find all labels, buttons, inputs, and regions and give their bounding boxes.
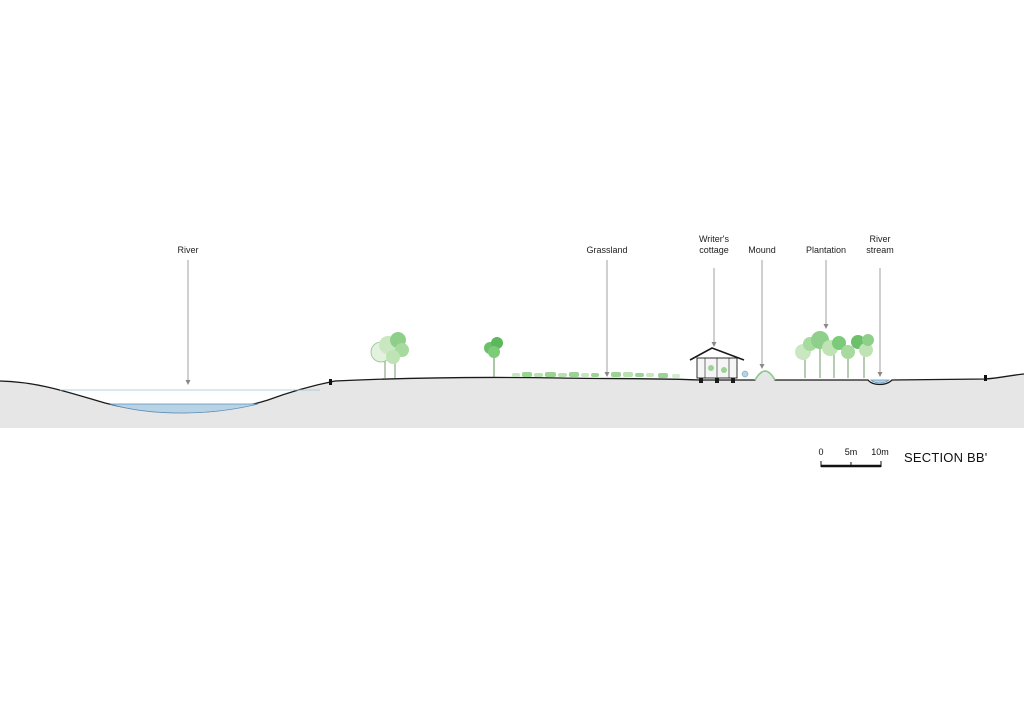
label-writers-cottage-line1: Writer's (698, 234, 730, 244)
arrow-river (185, 380, 191, 385)
arrow-grassland (604, 372, 610, 377)
scale-tick-5m: 5m (844, 447, 858, 457)
leader-lines (187, 260, 881, 384)
arrow-river-stream (877, 372, 883, 377)
label-river-stream: River stream (850, 234, 910, 256)
boundary-post-right (984, 375, 987, 381)
boundary-post-left (329, 379, 332, 385)
ground-mass (0, 371, 1024, 428)
writers-cottage-drawing (689, 347, 749, 383)
label-writers-cottage-line2: cottage (699, 245, 729, 255)
scale-tick-0: 0 (818, 447, 824, 457)
label-river: River (177, 245, 199, 255)
arrow-writers-cottage (711, 342, 717, 347)
river-water (109, 403, 259, 414)
label-grassland: Grassland (586, 245, 628, 255)
tree-single (484, 337, 503, 377)
grassland-vegetation (512, 372, 680, 378)
label-writers-cottage: Writer's cottage (684, 234, 744, 256)
tree-cluster-left (370, 332, 409, 378)
leader-arrowheads (185, 324, 883, 385)
arrow-mound (759, 364, 765, 369)
scale-tick-10m: 10m (871, 447, 889, 457)
river-stream-water (870, 379, 891, 384)
scale-bar (820, 461, 882, 468)
section-title: SECTION BB' (904, 450, 988, 465)
plantation-trees (795, 331, 874, 378)
arrow-plantation (823, 324, 829, 329)
label-river-stream-line1: River (869, 234, 891, 244)
label-river-stream-line2: stream (866, 245, 894, 255)
label-plantation: Plantation (805, 245, 847, 255)
label-mound: Mound (748, 245, 776, 255)
mound-planting (754, 370, 776, 381)
